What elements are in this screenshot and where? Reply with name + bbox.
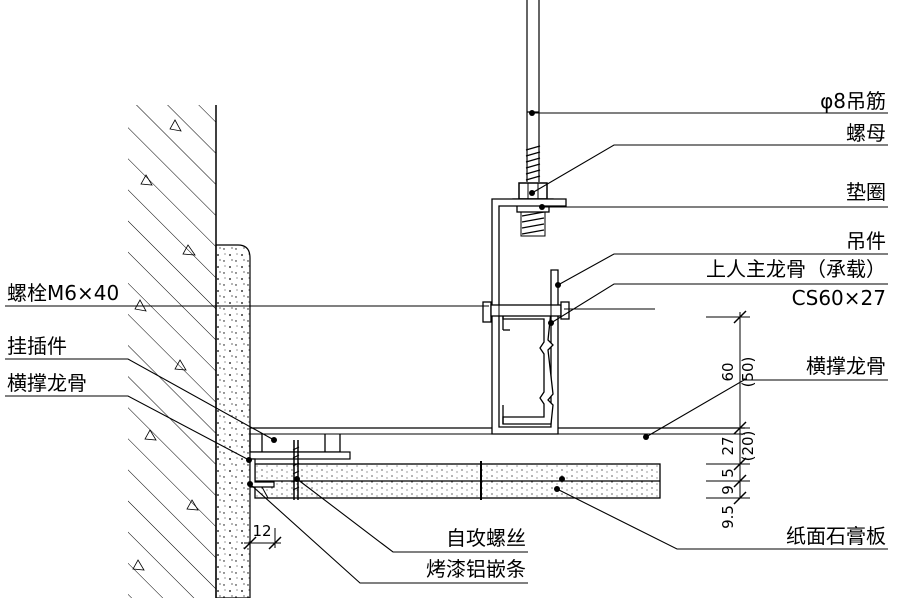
bolt [482,301,570,323]
leader-lines [5,112,888,584]
callout-labels: φ8吊筋 螺母 垫圈 吊件 上人主龙骨（承载） CS60×27 螺栓M6×40 … [7,89,886,581]
dim-27: 27 [719,436,737,455]
label-rod: φ8吊筋 [820,89,886,113]
label-main-keel-spec: CS60×27 [792,286,886,310]
label-hook-part: 挂插件 [7,334,67,358]
main-keel-channel [502,310,554,425]
dim-9-5: 9.5 [719,505,737,529]
dim-60: 60 [719,362,737,381]
dim-9: 9 [719,485,737,495]
suspension-rod [520,0,546,237]
wall [128,105,217,598]
gypsum-board [254,461,661,500]
dim-50: (50) [739,357,757,388]
dimension-texts: 60 (50) 27 (20) 5 9 9.5 12 [252,357,757,540]
label-main-keel: 上人主龙骨（承载） [706,257,886,281]
dim-5: 5 [719,468,737,478]
leader-dots [246,110,649,492]
label-gypsum-board: 纸面石膏板 [786,524,886,548]
dimension-chain [243,310,750,550]
label-cross-keel-left: 横撑龙骨 [7,371,87,395]
dim-12: 12 [252,522,271,540]
label-nut: 螺母 [846,121,886,145]
dim-20: (20) [739,431,757,462]
plaster-layer [215,244,251,598]
label-washer: 垫圈 [846,180,886,204]
label-screw: 自攻螺丝 [446,526,526,550]
label-trim-strip: 烤漆铝嵌条 [426,557,526,581]
self-tapping-screw [292,440,300,500]
label-hanger: 吊件 [846,229,886,253]
label-bolt: 螺栓M6×40 [7,281,119,305]
label-cross-keel-right: 横撑龙骨 [806,354,886,378]
